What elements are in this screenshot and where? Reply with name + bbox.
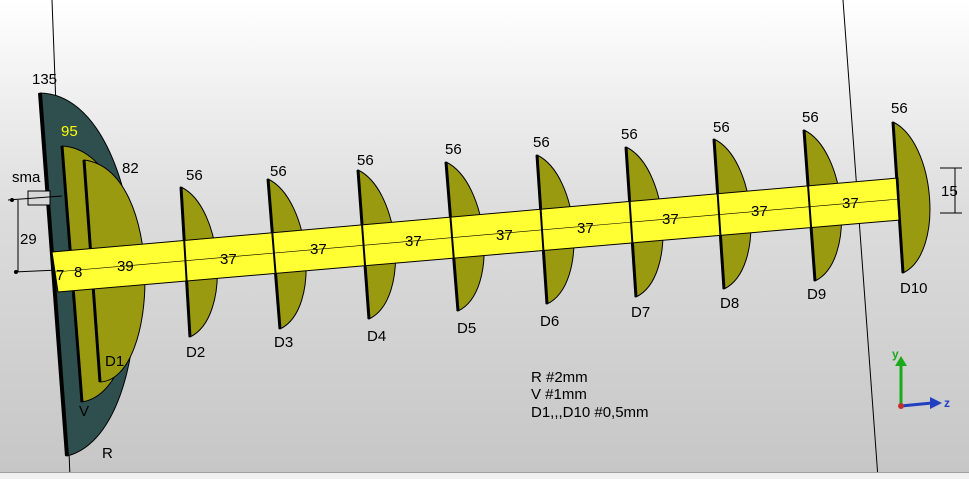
label-d5-height: 56 (445, 141, 462, 158)
label-d2-height: 56 (186, 167, 203, 184)
label-d8: D8 (720, 295, 739, 312)
label-segment-first: 39 (117, 258, 134, 275)
note-r: R #2mm (531, 369, 588, 386)
label-d6-height: 56 (533, 134, 550, 151)
element-d9-edge-front (803, 129, 816, 282)
label-d10-height: 56 (891, 100, 908, 117)
label-d7: D7 (631, 304, 650, 321)
note-v: V #1mm (531, 386, 587, 403)
element-d5-edge-front (445, 161, 459, 312)
z-axis-arrow (900, 401, 933, 408)
label-gap-left: 7 (56, 267, 64, 284)
label-gap-v: 8 (74, 264, 82, 281)
element-d7-edge-front (625, 146, 637, 298)
label-d2: D2 (186, 344, 205, 361)
label-offset: 29 (20, 231, 37, 248)
element-d4-edge-front (357, 169, 370, 320)
label-reflector: R (102, 445, 113, 462)
label-segment-7: 37 (751, 203, 768, 220)
label-d7-height: 56 (621, 126, 638, 143)
label-d1: D1 (105, 353, 124, 370)
label-v-height: 95 (61, 123, 78, 140)
sma-dim-line (7, 195, 63, 201)
label-segment-1: 37 (220, 251, 237, 268)
label-segment-5: 37 (577, 220, 594, 237)
label-d10: D10 (900, 280, 928, 297)
status-strip (0, 472, 969, 479)
label-d3: D3 (274, 334, 293, 351)
label-d9: D9 (807, 286, 826, 303)
offset-dim-line (13, 269, 59, 273)
y-axis-label: y (892, 347, 899, 361)
label-d4-height: 56 (357, 152, 374, 169)
label-d5: D5 (457, 320, 476, 337)
reflector-edge (38, 92, 69, 457)
z-axis-head (930, 397, 942, 409)
element-d6-edge-front (536, 154, 548, 305)
note-directors: D1,,,D10 #0,5mm (531, 404, 649, 421)
axis-triad[interactable]: y z (892, 347, 950, 410)
guide-line-right (842, 0, 879, 478)
dim-dot (14, 270, 18, 274)
dim-dot (10, 198, 14, 202)
label-segment-2: 37 (310, 241, 327, 258)
axis-origin (898, 403, 904, 409)
element-d3-edge-front (267, 178, 281, 330)
feed-line-center (54, 198, 900, 273)
label-segment-3: 37 (405, 233, 422, 250)
label-d4: D4 (367, 328, 386, 345)
element-d10[interactable] (892, 121, 931, 274)
label-feed-width: 15 (941, 183, 958, 200)
element-d2-edge-front (180, 186, 191, 338)
label-d6: D6 (540, 313, 559, 330)
element-d8-edge-front (713, 138, 725, 290)
label-d1-height: 82 (122, 160, 139, 177)
z-axis-label: z (944, 396, 950, 410)
label-sma: sma (12, 169, 41, 186)
label-d8-height: 56 (713, 119, 730, 136)
y-axis-head (895, 356, 907, 366)
label-segment-6: 37 (662, 211, 679, 228)
label-segment-4: 37 (496, 227, 513, 244)
label-reflector-height: 135 (32, 71, 57, 88)
label-v-element: V (79, 403, 89, 420)
label-segment-8: 37 (842, 195, 859, 212)
element-d10-edge-front (892, 121, 904, 274)
label-d9-height: 56 (802, 109, 819, 126)
label-d3-height: 56 (270, 163, 287, 180)
